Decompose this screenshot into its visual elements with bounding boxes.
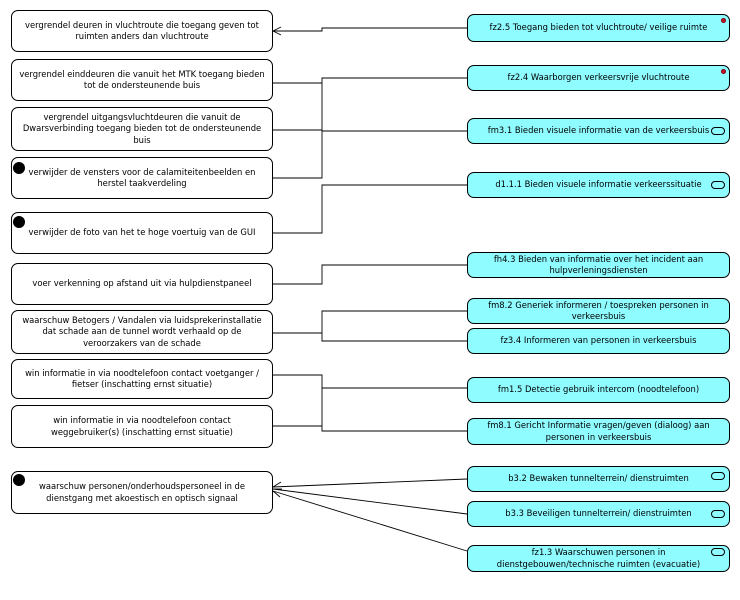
function-f11-pill-icon (711, 510, 725, 518)
activity-a2[interactable]: vergrendel einddeuren die vanuit het MTK… (11, 59, 273, 101)
activity-a4[interactable]: verwijder de vensters voor de calamiteit… (11, 157, 273, 199)
connector-a10-f11 (272, 488, 468, 515)
function-f2[interactable]: fz2.4 Waarborgen verkeersvrije vluchtrou… (467, 65, 730, 91)
connector-a10-f12 (272, 490, 468, 552)
connector-a8-f8 (273, 374, 467, 389)
function-f1-red-dot-icon (721, 18, 726, 23)
activity-a10[interactable]: waarschuw personen/onderhoudspersoneel i… (11, 471, 273, 514)
activity-a10-marker (13, 474, 25, 486)
function-f3-pill-icon (711, 127, 725, 135)
activity-a9[interactable]: win informatie in via noodtelefoon conta… (11, 405, 273, 448)
connector-a10-arrow-a (272, 481, 282, 488)
function-f11[interactable]: b3.3 Beveiligen tunnelterrein/ dienstrui… (467, 501, 730, 527)
function-f10[interactable]: b3.2 Bewaken tunnelterrein/ dienstruimte… (467, 466, 730, 492)
activity-a5[interactable]: verwijder de foto van het te hoge voertu… (11, 212, 273, 254)
activity-a4-marker (13, 162, 25, 174)
activity-a7[interactable]: waarschuw Betogers / Vandalen via luidsp… (11, 310, 273, 354)
function-f12[interactable]: fz1.3 Waarschuwen personen in dienstgebo… (467, 545, 730, 572)
connector-a7-f7 (321, 333, 467, 342)
function-f7[interactable]: fz3.4 Informeren van personen in verkeer… (467, 328, 730, 354)
connector-a6-f5 (273, 264, 467, 285)
connector-a1-arrow-up (272, 26, 282, 32)
function-f8[interactable]: fm1.5 Detectie gebruik intercom (noodtel… (467, 377, 730, 403)
function-f9[interactable]: fm8.1 Gericht Informatie vragen/geven (d… (467, 418, 730, 445)
connector-a2-f2 (273, 77, 467, 84)
function-f3[interactable]: fm3.1 Bieden visuele informatie van de v… (467, 118, 730, 144)
activity-a5-marker (13, 216, 25, 228)
activity-a6[interactable]: voer verkenning op afstand uit via hulpd… (11, 263, 273, 305)
connector-a10-f10 (272, 478, 468, 488)
function-f12-pill-icon (711, 548, 725, 556)
function-f10-pill-icon (711, 472, 725, 480)
connector-a1-f1 (273, 27, 467, 32)
connector-a3-f2 (273, 83, 323, 131)
function-f6[interactable]: fm8.2 Generiek informeren / toespreken p… (467, 298, 730, 324)
connector-a5-f4 (273, 184, 467, 234)
activity-a1[interactable]: vergrendel deuren in vluchtroute die toe… (11, 10, 273, 52)
function-f5[interactable]: fh4.3 Bieden van informatie over het inc… (467, 252, 730, 278)
connector-a1-arrow-down (272, 30, 282, 36)
connector-a10-arrow-c (272, 490, 281, 498)
connector-a4-f3 (273, 130, 467, 179)
activity-a8[interactable]: win informatie in via noodtelefoon conta… (11, 359, 273, 399)
connector-a7-f6 (273, 310, 467, 334)
connector-a8-f9 (321, 388, 467, 432)
function-f4[interactable]: d1.1.1 Bieden visuele informatie verkeer… (467, 172, 730, 198)
function-f1[interactable]: fz2.5 Toegang bieden tot vluchtroute/ ve… (467, 14, 730, 42)
function-f4-pill-icon (711, 181, 725, 189)
function-f2-red-dot-icon (721, 69, 726, 74)
activity-a3[interactable]: vergrendel uitgangsvluchtdeuren die vanu… (11, 107, 273, 151)
